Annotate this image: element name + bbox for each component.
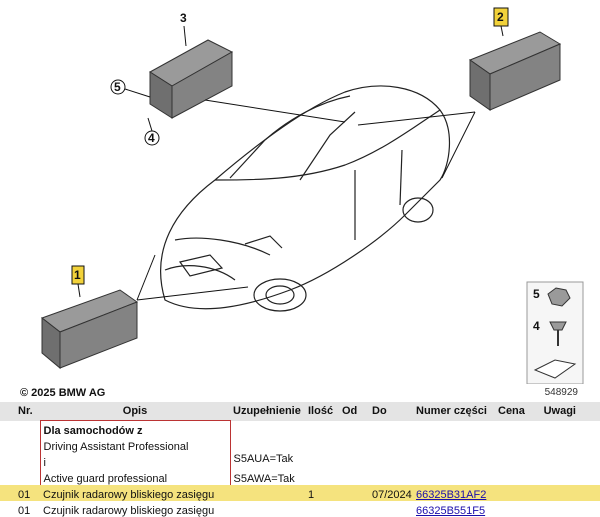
- part-number-link[interactable]: 66325B31AF2: [416, 489, 487, 501]
- arrow-icon: [533, 359, 577, 379]
- col-uwagi[interactable]: Uwagi: [535, 402, 600, 421]
- radar-module-1: 1: [40, 254, 249, 370]
- nut-icon: [547, 287, 571, 307]
- table-row[interactable]: 01 Czujnik radarowy bliskiego zasięgu 66…: [0, 501, 600, 517]
- condition-row-1: Driving Assistant Professional: [0, 437, 600, 453]
- legend-label-4: 4: [533, 319, 540, 333]
- fastener-legend: 5 4: [526, 281, 584, 384]
- table-header: Nr. Opis Uzupełnienie Ilość Od Do Numer …: [0, 402, 600, 421]
- row-ilosc: 1: [305, 485, 339, 501]
- table-row[interactable]: 01 Czujnik radarowy bliskiego zasięgu 1 …: [0, 485, 600, 501]
- col-do[interactable]: Do: [369, 402, 413, 421]
- legend-label-5: 5: [533, 287, 540, 301]
- row-nr: 01: [0, 485, 40, 501]
- col-od[interactable]: Od: [339, 402, 369, 421]
- row-nr: 01: [18, 505, 31, 517]
- part-number-link[interactable]: 66325B551F5: [416, 505, 486, 517]
- callout-4-label[interactable]: 4: [148, 131, 155, 145]
- row-uzupelnienie: [230, 485, 305, 501]
- row-do: [369, 501, 413, 517]
- condition-title: Dla samochodów z: [39, 420, 231, 437]
- car-illustration: [160, 85, 451, 312]
- condition-line-1-suffix: i: [39, 453, 231, 469]
- screw-icon: [549, 321, 567, 331]
- condition-value-2: S5AWA=Tak: [230, 469, 305, 485]
- parts-table: Nr. Opis Uzupełnienie Ilość Od Do Numer …: [0, 402, 600, 517]
- row-ilosc: [305, 501, 339, 517]
- col-nr[interactable]: Nr.: [0, 402, 40, 421]
- row-do: 07/2024: [369, 485, 413, 501]
- row-opis: Czujnik radarowy bliskiego zasięgu: [43, 505, 215, 517]
- col-numer[interactable]: Numer części: [413, 402, 495, 421]
- condition-line-1: Driving Assistant Professional: [39, 437, 231, 453]
- condition-row-1b: i S5AUA=Tak: [0, 453, 600, 469]
- condition-value-1: S5AUA=Tak: [230, 453, 305, 469]
- callout-3-label[interactable]: 3: [180, 11, 187, 25]
- condition-line-2: Active guard professional: [39, 469, 231, 485]
- control-unit-3: 3 5 4: [110, 11, 346, 146]
- col-cena[interactable]: Cena: [495, 402, 535, 421]
- row-od: [339, 501, 369, 517]
- diagram-id: 548929: [544, 387, 578, 398]
- parts-diagram: 1 2 3 5 4 5 4: [40, 7, 584, 384]
- col-opis[interactable]: Opis: [40, 402, 230, 421]
- col-uzupelnienie[interactable]: Uzupełnienie: [230, 402, 305, 421]
- copyright-notice: © 2025 BMW AG: [20, 387, 106, 399]
- condition-title-row: Dla samochodów z: [0, 420, 600, 437]
- row-opis: Czujnik radarowy bliskiego zasięgu: [40, 485, 230, 501]
- row-od: [339, 485, 369, 501]
- callout-2-label[interactable]: 2: [497, 10, 504, 24]
- radar-module-2: 2: [357, 7, 562, 179]
- condition-row-2: Active guard professional S5AWA=Tak: [0, 469, 600, 485]
- row-uzupelnienie: [230, 501, 305, 517]
- col-ilosc[interactable]: Ilość: [305, 402, 339, 421]
- callout-5-label[interactable]: 5: [114, 80, 121, 94]
- callout-1-label[interactable]: 1: [74, 268, 81, 282]
